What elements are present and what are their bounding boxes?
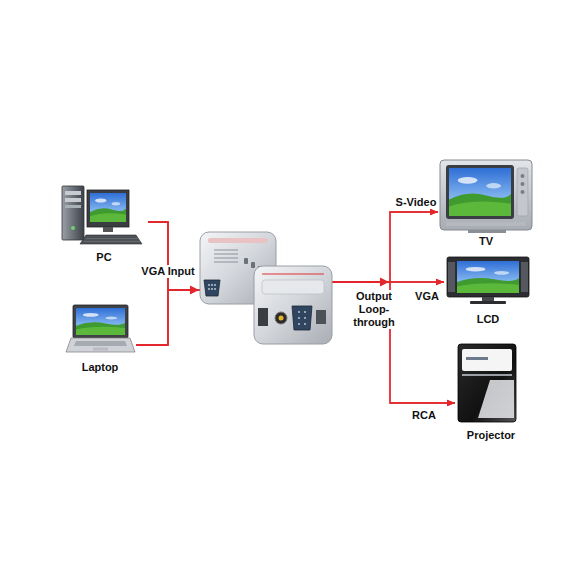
arrow-head: [380, 278, 389, 287]
device-label: Projector: [467, 429, 515, 442]
device-label: PC: [96, 251, 111, 264]
projector-illustration: [458, 344, 516, 422]
signal-line: [136, 212, 438, 345]
device-label: Laptop: [82, 361, 119, 374]
port-label: VGA: [413, 290, 441, 303]
arrow-head: [190, 286, 199, 295]
converter-illustration: [254, 266, 332, 344]
device-label: LCD: [477, 313, 500, 326]
device-label: TV: [479, 235, 493, 248]
tv-illustration: [440, 160, 532, 233]
signal-line: [148, 222, 455, 403]
laptop-illustration: [66, 305, 135, 352]
device-node: PC: [60, 184, 148, 264]
device-node: Projector: [455, 342, 527, 442]
pc-illustration: [62, 186, 142, 244]
signal-label: VGA Input: [139, 265, 196, 278]
device-node: LCD: [444, 254, 532, 326]
lcd-illustration: [447, 257, 529, 304]
device-node: Laptop: [64, 302, 136, 374]
device-node: TV: [438, 158, 534, 248]
signal-label: Output Loop-through: [351, 290, 397, 329]
port-label: RCA: [410, 409, 438, 422]
connector-group: [136, 212, 455, 403]
port-label: S-Video: [394, 196, 439, 209]
